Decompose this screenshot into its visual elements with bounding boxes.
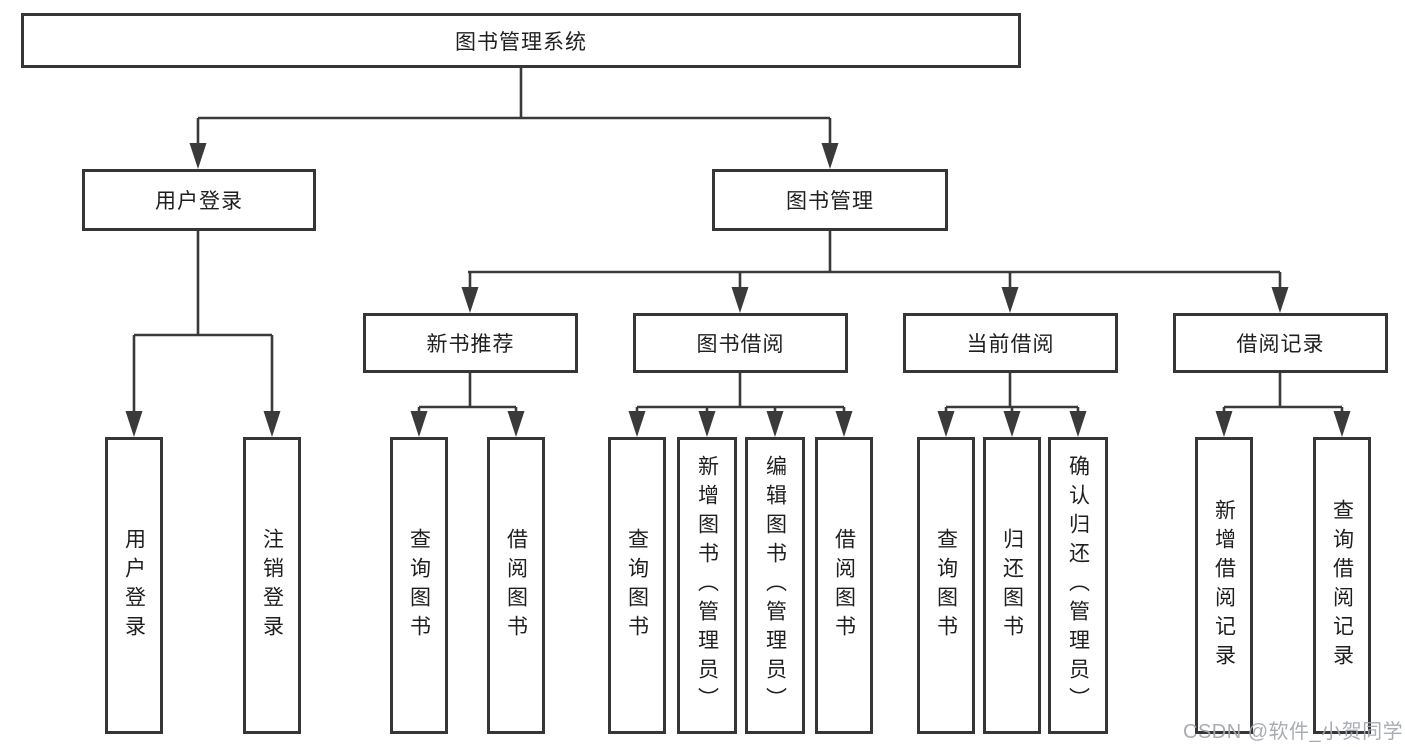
arrowhead — [628, 411, 646, 437]
leaf-add-book-admin: 新增图书（管理员） — [677, 437, 737, 734]
leaf-label: 编辑图书（管理员） — [763, 455, 787, 716]
leaf-label: 查询图书 — [625, 527, 649, 644]
leaf-logout: 注销登录 — [243, 437, 301, 734]
arrowhead — [125, 411, 143, 437]
node-root: 图书管理系统 — [21, 13, 1021, 68]
leaf-label: 归还图书 — [1000, 527, 1024, 644]
arrowhead — [937, 411, 955, 437]
arrowhead — [1271, 287, 1289, 313]
leaf-label: 新增借阅记录 — [1212, 498, 1236, 673]
connector-new-book-split — [417, 373, 518, 416]
arrowhead — [507, 411, 525, 437]
arrowhead — [410, 411, 428, 437]
connector-current-borrow-split — [944, 373, 1080, 416]
arrowhead — [698, 411, 716, 437]
leaf-query-borrow-record: 查询借阅记录 — [1313, 437, 1371, 734]
node-book-mgmt: 图书管理 — [712, 169, 948, 231]
leaf-label: 借阅图书 — [504, 527, 528, 644]
connector-book-borrow-split — [635, 373, 846, 416]
leaf-confirm-return-admin: 确认归还（管理员） — [1048, 437, 1108, 734]
connector-borrow-records-split — [1222, 373, 1344, 416]
leaf-query-book-borrow: 查询图书 — [608, 437, 666, 734]
arrowhead — [835, 411, 853, 437]
arrowhead — [1215, 411, 1233, 437]
leaf-label: 确认归还（管理员） — [1066, 455, 1090, 716]
arrowhead — [731, 287, 749, 313]
arrowhead — [821, 143, 839, 169]
node-new-book-recommend: 新书推荐 — [363, 313, 578, 373]
arrowhead — [766, 411, 784, 437]
leaf-add-borrow-record: 新增借阅记录 — [1195, 437, 1253, 734]
arrowhead — [189, 143, 207, 169]
leaf-label: 查询借阅记录 — [1330, 498, 1354, 673]
leaf-query-book-recommend: 查询图书 — [390, 437, 448, 734]
node-borrow-records: 借阅记录 — [1173, 313, 1388, 373]
leaf-label: 注销登录 — [260, 527, 284, 644]
leaf-label: 借阅图书 — [832, 527, 856, 644]
leaf-label: 新增图书（管理员） — [695, 455, 719, 716]
arrowhead — [1333, 411, 1351, 437]
connector-user-login-split — [132, 231, 274, 416]
arrowheads — [125, 143, 1351, 437]
arrowhead — [1001, 287, 1019, 313]
arrowhead — [1003, 411, 1021, 437]
leaf-borrow-book: 借阅图书 — [815, 437, 873, 734]
leaf-label: 用户登录 — [122, 527, 146, 644]
leaf-edit-book-admin: 编辑图书（管理员） — [745, 437, 805, 734]
leaf-return-book: 归还图书 — [983, 437, 1041, 734]
leaf-label: 查询图书 — [934, 527, 958, 644]
arrowhead — [263, 411, 281, 437]
node-user-login: 用户登录 — [82, 169, 316, 231]
leaf-user-login: 用户登录 — [105, 437, 163, 734]
connector-root-split — [196, 65, 832, 148]
arrowhead — [461, 287, 479, 313]
csdn-watermark: CSDN @软件_小贺同学 — [1183, 721, 1404, 743]
node-book-borrow: 图书借阅 — [633, 313, 848, 373]
connector-book-mgmt-split — [468, 231, 1282, 292]
node-current-borrow: 当前借阅 — [903, 313, 1118, 373]
leaf-borrow-book-recommend: 借阅图书 — [487, 437, 545, 734]
leaf-label: 查询图书 — [407, 527, 431, 644]
leaf-query-book-current: 查询图书 — [917, 437, 975, 734]
arrowhead — [1069, 411, 1087, 437]
